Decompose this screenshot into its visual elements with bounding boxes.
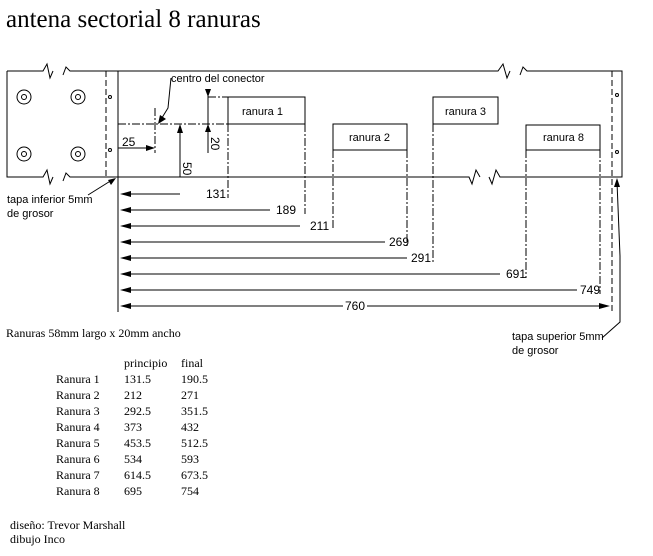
arrow-left-icon: [120, 191, 131, 197]
design-credit: diseño: Trevor Marshall: [10, 518, 126, 532]
dimension-label: 269: [389, 235, 409, 249]
hole-icon: [70, 89, 86, 105]
connector-center-label: centro del conector: [171, 73, 265, 85]
dimension-label: 760: [345, 299, 365, 313]
start-cell: 373: [124, 420, 142, 434]
dimension-label: 189: [276, 203, 296, 217]
start-cell: 292.5: [124, 404, 151, 418]
dimension-50: 50: [180, 162, 194, 176]
slot-name-cell: Ranura 2: [56, 388, 100, 402]
start-cell: 131.5: [124, 372, 151, 386]
end-cell: 593: [181, 452, 199, 466]
dimension-label: 131: [206, 187, 226, 201]
slot-size-note: Ranuras 58mm largo x 20mm ancho: [6, 326, 181, 340]
table-row: Ranura 6 534 593: [56, 452, 208, 468]
dimension-label: 691: [506, 267, 526, 281]
end-cell: 512.5: [181, 436, 208, 450]
connector-centerline: [118, 96, 228, 153]
start-cell: 614.5: [124, 468, 151, 482]
top-cap-label: tapa superior 5mm: [512, 331, 604, 343]
slot-projection-lines: [227, 124, 601, 294]
end-cell: 351.5: [181, 404, 208, 418]
table-row: Ranura 1 131.5 190.5: [56, 372, 208, 388]
dimension-label: 749: [580, 283, 600, 297]
credits: diseño: Trevor Marshall dibujo Inco: [10, 518, 125, 546]
slot-ranura-2: ranura 2: [332, 123, 408, 151]
slot-label: ranura 8: [543, 132, 584, 144]
arrow-left-icon: [120, 287, 131, 293]
table-header: final: [181, 356, 203, 370]
bottom-cap-label-2: de grosor: [7, 208, 54, 220]
start-cell: 695: [124, 484, 142, 498]
slot-label: ranura 1: [242, 106, 283, 118]
slot-name-cell: Ranura 3: [56, 404, 100, 418]
slot-name-cell: Ranura 1: [56, 372, 100, 386]
table-row: Ranura 5 453.5 512.5: [56, 436, 208, 452]
arrow-left-icon: [120, 303, 131, 309]
drawing-credit: dibujo Inco: [10, 532, 65, 546]
arrow-left-icon: [120, 255, 131, 261]
cap-leaders: [87, 178, 621, 339]
table-header-row: principio final: [56, 356, 208, 372]
slot-name-cell: Ranura 6: [56, 452, 100, 466]
hole-icon: [70, 146, 86, 162]
slot-label: ranura 2: [349, 132, 390, 144]
slot-ranura-1: ranura 1: [227, 96, 306, 125]
slot-name-cell: Ranura 4: [56, 420, 100, 434]
connector-dimensions: [118, 77, 211, 177]
dimension-label: 291: [411, 251, 431, 265]
start-cell: 534: [124, 452, 142, 466]
arrow-left-icon: [120, 207, 131, 213]
slot-name-cell: Ranura 5: [56, 436, 100, 450]
slot-ranura-3: ranura 3: [432, 96, 499, 125]
page-title: antena sectorial 8 ranuras: [6, 6, 261, 33]
table-row: Ranura 7 614.5 673.5: [56, 468, 208, 484]
arrow-left-icon: [120, 223, 131, 229]
end-cell: 190.5: [181, 372, 208, 386]
end-cell: 754: [181, 484, 199, 498]
slot-label: ranura 3: [445, 106, 486, 118]
start-cell: 212: [124, 388, 142, 402]
end-cap-lines: [105, 71, 613, 312]
dimension-20: 20: [208, 137, 222, 151]
dimension-label: 211: [310, 219, 329, 233]
antenna-body-outline: [6, 62, 623, 186]
table-header: [56, 356, 124, 372]
table-row: Ranura 8 695 754: [56, 484, 208, 500]
hole-icon: [16, 89, 32, 105]
arrow-left-icon: [120, 239, 131, 245]
slot-name-cell: Ranura 8: [56, 484, 100, 498]
flange-holes: [16, 89, 619, 162]
dimension-25: 25: [122, 135, 136, 149]
table-row: Ranura 4 373 432: [56, 420, 208, 436]
bottom-cap-label: tapa inferior 5mm: [7, 194, 93, 206]
arrow-left-icon: [120, 271, 131, 277]
arrow-right-icon: [599, 303, 610, 309]
table-row: Ranura 2 212 271: [56, 388, 208, 404]
table-row: Ranura 3 292.5 351.5: [56, 404, 208, 420]
slot-ranura-8: ranura 8: [525, 124, 601, 151]
start-cell: 453.5: [124, 436, 151, 450]
end-cell: 271: [181, 388, 199, 402]
end-cell: 673.5: [181, 468, 208, 482]
hole-icon: [16, 146, 32, 162]
end-cell: 432: [181, 420, 199, 434]
table-header: principio: [124, 356, 168, 370]
slot-name-cell: Ranura 7: [56, 468, 100, 482]
top-cap-label-2: de grosor: [512, 345, 559, 357]
